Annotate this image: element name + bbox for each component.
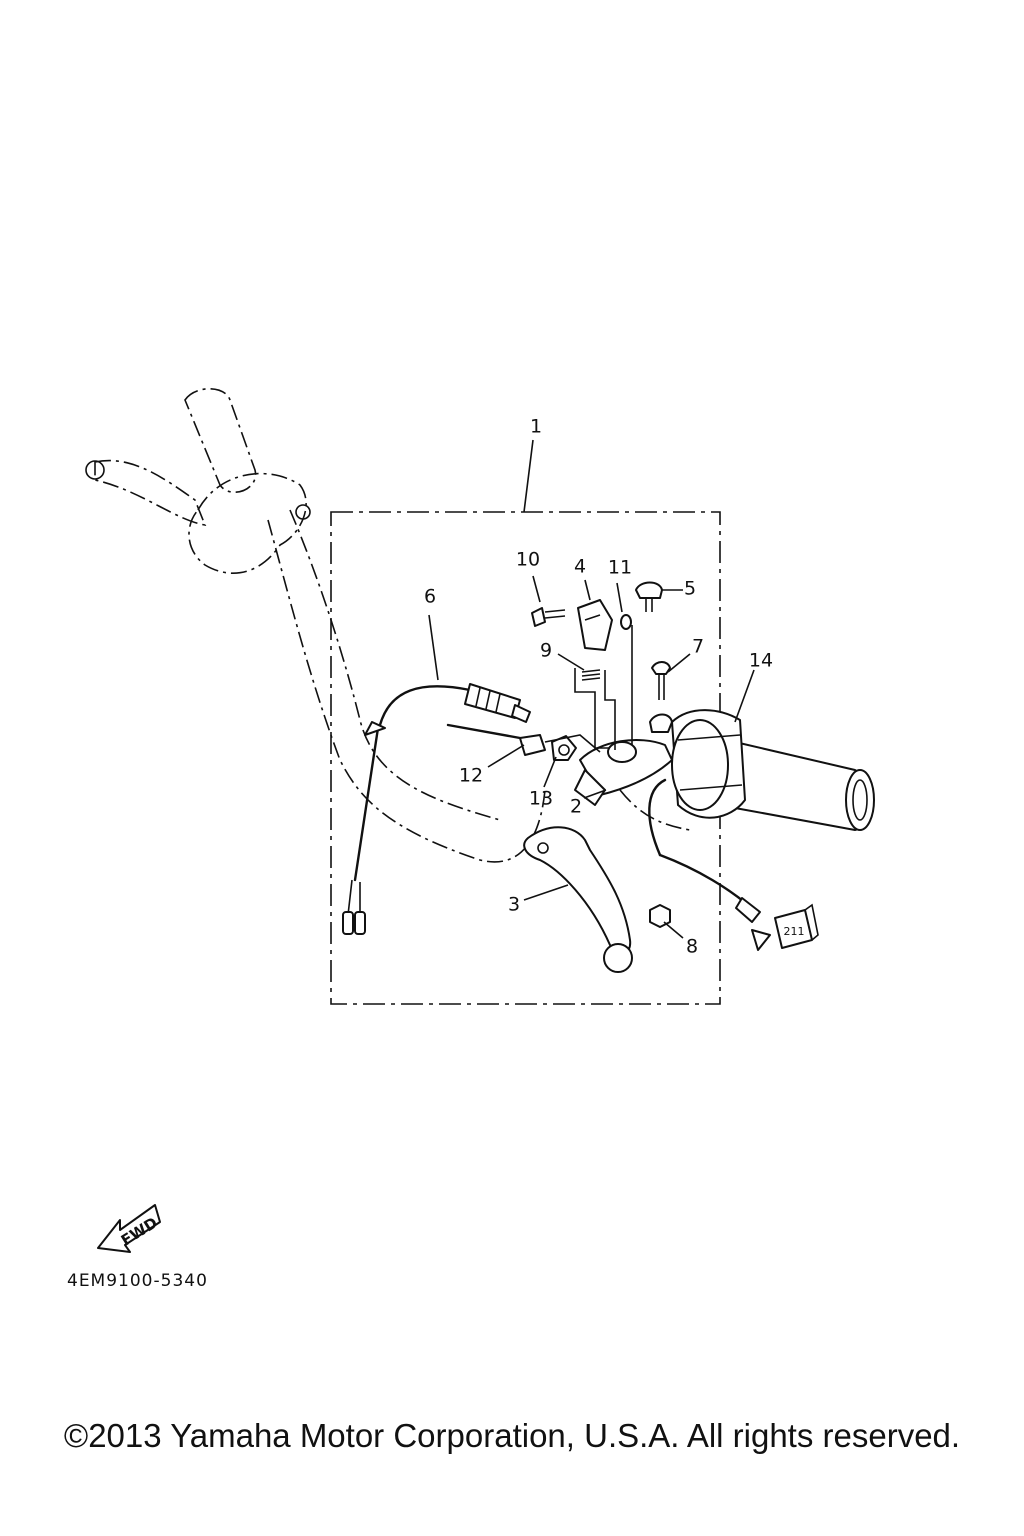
- right-grip: [734, 741, 875, 831]
- callout-12: 12: [459, 765, 483, 787]
- callout-1: 1: [530, 416, 542, 438]
- callout-3: 3: [508, 894, 520, 916]
- callout-4: 4: [574, 556, 586, 578]
- assembly-boundary: [330, 511, 721, 1005]
- fwd-arrow-icon: FWD: [97, 1204, 161, 1253]
- left-grip-phantom: [85, 387, 311, 574]
- callout-13: 13: [529, 788, 553, 810]
- callout-labels: 1 2 3 4 5 6 7 8 9 10 11 12 13 14: [424, 416, 773, 958]
- leader-lines: [428, 439, 755, 939]
- lever: [523, 826, 633, 973]
- drawing-code: 4EM9100-5340: [67, 1271, 208, 1291]
- callout-2: 2: [570, 796, 582, 818]
- coupler: 211: [774, 903, 819, 949]
- copyright-notice: ©2013 Yamaha Motor Corporation, U.S.A. A…: [63, 1417, 961, 1454]
- callout-11: 11: [608, 557, 632, 579]
- callout-9: 9: [540, 640, 552, 662]
- callout-7: 7: [692, 636, 704, 658]
- callout-14: 14: [749, 650, 773, 672]
- callout-10: 10: [516, 549, 540, 571]
- switch-wire: [648, 778, 771, 951]
- callout-6: 6: [424, 586, 436, 608]
- callout-8: 8: [686, 936, 698, 958]
- cable: [342, 683, 531, 935]
- small-parts: [446, 581, 673, 928]
- coupler-label: 211: [784, 925, 805, 938]
- handlebar-switch: [671, 709, 746, 819]
- callout-5: 5: [684, 578, 696, 600]
